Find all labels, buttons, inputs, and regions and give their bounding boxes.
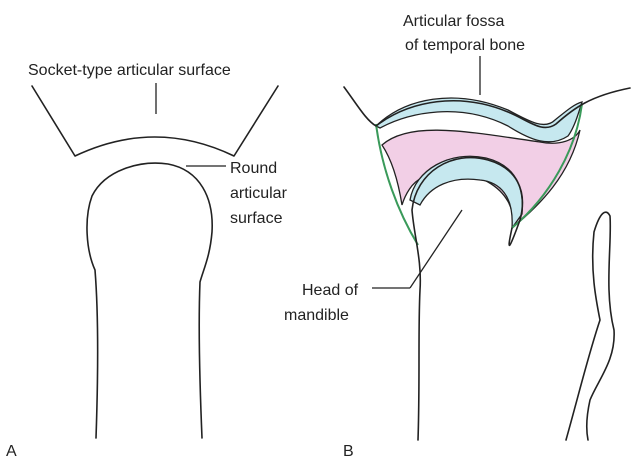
socket-articular-surface xyxy=(32,86,278,156)
round-label-line-1: Round xyxy=(230,160,277,177)
round-label-line-2: articular xyxy=(230,185,288,202)
panel-b-letter: B xyxy=(343,443,354,460)
head-label-line-2: mandible xyxy=(284,307,349,324)
panel-b: Articular fossa of temporal bone Head of… xyxy=(284,13,630,460)
fossa-label-line-1: Articular fossa xyxy=(403,13,504,30)
panel-a-letter: A xyxy=(6,443,17,460)
fossa-label-line-2: of temporal bone xyxy=(405,37,525,54)
head-label-line-1: Head of xyxy=(302,282,359,299)
socket-label: Socket-type articular surface xyxy=(28,62,231,79)
mandible-ramus-outline xyxy=(566,212,614,440)
panel-a: Socket-type articular surface Round arti… xyxy=(6,62,288,460)
mandible-head-outline xyxy=(412,158,522,440)
round-articular-bone xyxy=(87,163,212,438)
round-label-line-3: surface xyxy=(230,210,283,227)
